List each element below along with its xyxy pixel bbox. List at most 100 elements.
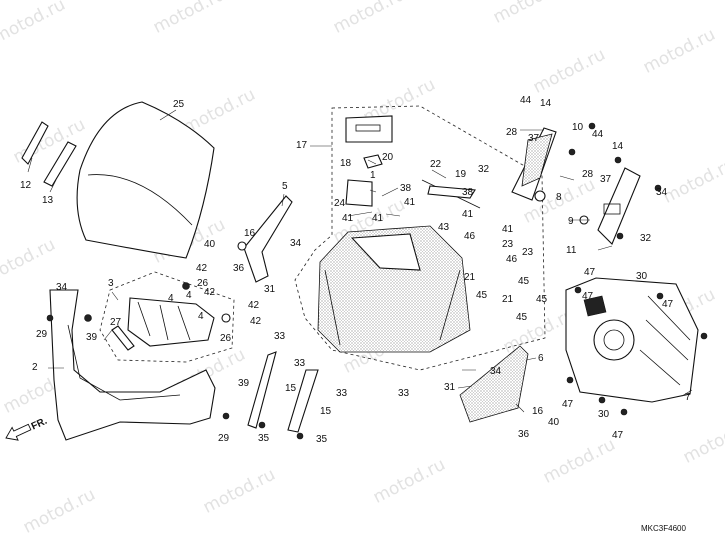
callout-c2: 2 xyxy=(32,362,38,373)
garnish-strip-12 xyxy=(21,121,49,165)
callout-c34b: 34 xyxy=(290,238,302,249)
callout-c6: 6 xyxy=(538,353,544,364)
front-cowl-2 xyxy=(49,289,216,441)
callout-c45a: 45 xyxy=(476,290,488,301)
callout-c28a: 28 xyxy=(506,127,518,138)
callout-c41a: 41 xyxy=(404,197,416,208)
callout-c33c: 33 xyxy=(336,388,348,399)
callout-c38b: 38 xyxy=(462,187,474,198)
callout-c46a: 46 xyxy=(464,231,476,242)
callout-c47e: 47 xyxy=(612,430,624,441)
callout-c38a: 38 xyxy=(400,183,412,194)
callout-c33b: 33 xyxy=(294,358,306,369)
callout-c1: 1 xyxy=(370,170,376,181)
callout-c47b: 47 xyxy=(582,291,594,302)
callout-c41b: 41 xyxy=(342,213,354,224)
callout-c47a: 47 xyxy=(584,267,596,278)
front-direction-arrow: FR. xyxy=(5,416,49,441)
callout-c4b: 4 xyxy=(186,290,192,301)
callout-c20: 20 xyxy=(382,152,394,163)
callout-c21b: 21 xyxy=(502,294,514,305)
leader-lines xyxy=(27,109,693,413)
meter-visor-20 xyxy=(345,115,393,143)
callout-c5: 5 xyxy=(282,181,288,192)
callout-c7: 7 xyxy=(685,392,691,403)
callout-c37a: 37 xyxy=(528,133,540,144)
callout-c30b: 30 xyxy=(598,409,610,420)
callout-c42c: 42 xyxy=(248,300,260,311)
callout-c45c: 45 xyxy=(536,294,548,305)
diagram-code: MKC3F4600 xyxy=(641,524,686,533)
callout-c35a: 35 xyxy=(258,433,270,444)
callout-c44a: 44 xyxy=(520,95,532,106)
side-garnish-5 xyxy=(243,195,293,283)
clip-8 xyxy=(534,190,546,202)
callout-c33a: 33 xyxy=(274,331,286,342)
callout-c12: 12 xyxy=(20,180,32,191)
callout-c15b: 15 xyxy=(320,406,332,417)
callout-c40b: 40 xyxy=(548,417,560,428)
callout-c8: 8 xyxy=(556,192,562,203)
meter-group-17 xyxy=(294,105,546,371)
strip-15a xyxy=(247,351,277,429)
callout-c14a: 14 xyxy=(540,98,552,109)
callout-c40a: 40 xyxy=(204,239,216,250)
callout-c32b: 32 xyxy=(640,233,652,244)
callout-c17: 17 xyxy=(296,140,308,151)
callout-c43: 43 xyxy=(438,222,450,233)
callout-c31b: 31 xyxy=(444,382,456,393)
callout-c42b: 42 xyxy=(204,287,216,298)
callout-c23b: 23 xyxy=(522,247,534,258)
callout-c18: 18 xyxy=(340,158,352,169)
callout-c39a: 39 xyxy=(86,332,98,343)
callout-c47c: 47 xyxy=(662,299,674,310)
callout-c47d: 47 xyxy=(562,399,574,410)
callout-c10: 10 xyxy=(572,122,584,133)
callout-c26b: 26 xyxy=(220,333,232,344)
callout-c34a: 34 xyxy=(56,282,68,293)
callout-c34c: 34 xyxy=(490,366,502,377)
callout-c22: 22 xyxy=(430,159,442,170)
callout-c41e: 41 xyxy=(502,224,514,235)
bracket-11 xyxy=(597,167,641,245)
callout-c39b: 39 xyxy=(238,378,250,389)
callout-c15a: 15 xyxy=(285,383,297,394)
callout-c27: 27 xyxy=(110,317,122,328)
callout-c31a: 31 xyxy=(264,284,276,295)
garnish-strip-13 xyxy=(43,141,77,187)
windscreen-25 xyxy=(76,101,215,259)
callout-c36a: 36 xyxy=(233,263,245,274)
callout-c45b: 45 xyxy=(518,276,530,287)
inner-cowl-3 xyxy=(99,271,235,363)
callout-c45d: 45 xyxy=(516,312,528,323)
front-arrow-label: FR. xyxy=(30,416,49,433)
callout-c41c: 41 xyxy=(372,213,384,224)
callout-c16a: 16 xyxy=(244,228,256,239)
upper-cowl-1 xyxy=(317,225,471,353)
callout-c9: 9 xyxy=(568,216,574,227)
callout-c13: 13 xyxy=(42,195,54,206)
callout-c21a: 21 xyxy=(464,272,476,283)
callout-c30a: 30 xyxy=(636,271,648,282)
callout-c32a: 32 xyxy=(478,164,490,175)
callout-c4c: 4 xyxy=(198,311,204,322)
strip-15b xyxy=(287,369,319,433)
callout-c29b: 29 xyxy=(218,433,230,444)
callout-c19: 19 xyxy=(455,169,467,180)
callout-c35b: 35 xyxy=(316,434,328,445)
callout-c24: 24 xyxy=(334,198,346,209)
callout-c44b: 44 xyxy=(592,129,604,140)
side-panel-6 xyxy=(459,345,529,423)
callout-c41d: 41 xyxy=(462,209,474,220)
callout-c37b: 37 xyxy=(600,174,612,185)
callout-c25: 25 xyxy=(173,99,185,110)
callout-c34d: 34 xyxy=(656,187,668,198)
callout-c16b: 16 xyxy=(532,406,544,417)
callout-c23a: 23 xyxy=(502,239,514,250)
callout-c28b: 28 xyxy=(582,169,594,180)
callout-c29a: 29 xyxy=(36,329,48,340)
callout-c36b: 36 xyxy=(518,429,530,440)
